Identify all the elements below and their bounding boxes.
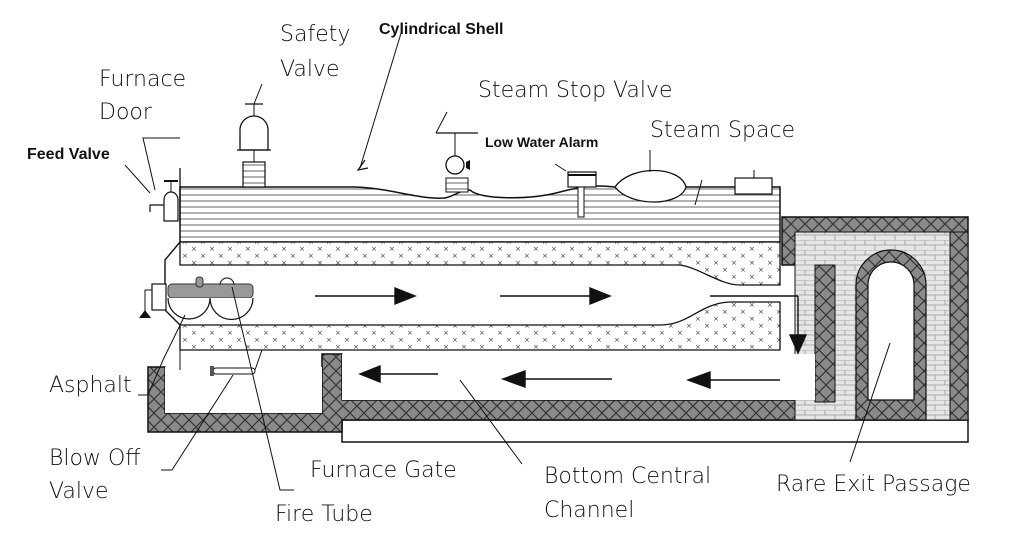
label-feed-valve: Feed Valve bbox=[27, 146, 110, 163]
bottom-central-channel bbox=[342, 354, 815, 400]
label-bottom-channel-2: Channel bbox=[544, 498, 635, 523]
label-blow-off-valve-1: Blow Off bbox=[49, 446, 141, 471]
label-furnace-gate: Furnace Gate bbox=[310, 458, 457, 483]
label-steam-stop-valve: Steam Stop Valve bbox=[478, 78, 673, 103]
steam-stop-valve bbox=[435, 111, 478, 193]
label-blow-off-valve-2: Valve bbox=[49, 479, 109, 504]
label-asphalt: Asphalt bbox=[49, 373, 132, 398]
furnace-gate bbox=[167, 283, 254, 299]
label-low-water-alarm: Low Water Alarm bbox=[485, 134, 599, 150]
label-furnace-door-1: Furnace bbox=[99, 67, 187, 92]
cylindrical-shell bbox=[179, 185, 781, 243]
low-water-alarm bbox=[554, 163, 597, 218]
flow-arrows bbox=[315, 286, 808, 389]
leader-lines bbox=[124, 29, 891, 491]
label-cylindrical-shell: Cylindrical Shell bbox=[379, 21, 504, 38]
steam-space-dome bbox=[614, 150, 773, 206]
feed-valve bbox=[149, 168, 181, 225]
label-rare-exit-passage: Rare Exit Passage bbox=[776, 472, 971, 497]
label-fire-tube: Fire Tube bbox=[275, 502, 373, 527]
side-wall bbox=[814, 264, 836, 403]
base-slab bbox=[341, 419, 969, 443]
label-steam-space: Steam Space bbox=[650, 118, 796, 143]
label-furnace-door-2: Door bbox=[99, 100, 152, 125]
label-safety-valve-2: Valve bbox=[280, 57, 340, 82]
label-safety-valve-1: Safety bbox=[280, 22, 351, 47]
safety-valve bbox=[237, 83, 271, 188]
furnace-door bbox=[151, 283, 167, 311]
label-bottom-channel-1: Bottom Central bbox=[544, 464, 712, 489]
blow-off-valve bbox=[179, 349, 263, 376]
